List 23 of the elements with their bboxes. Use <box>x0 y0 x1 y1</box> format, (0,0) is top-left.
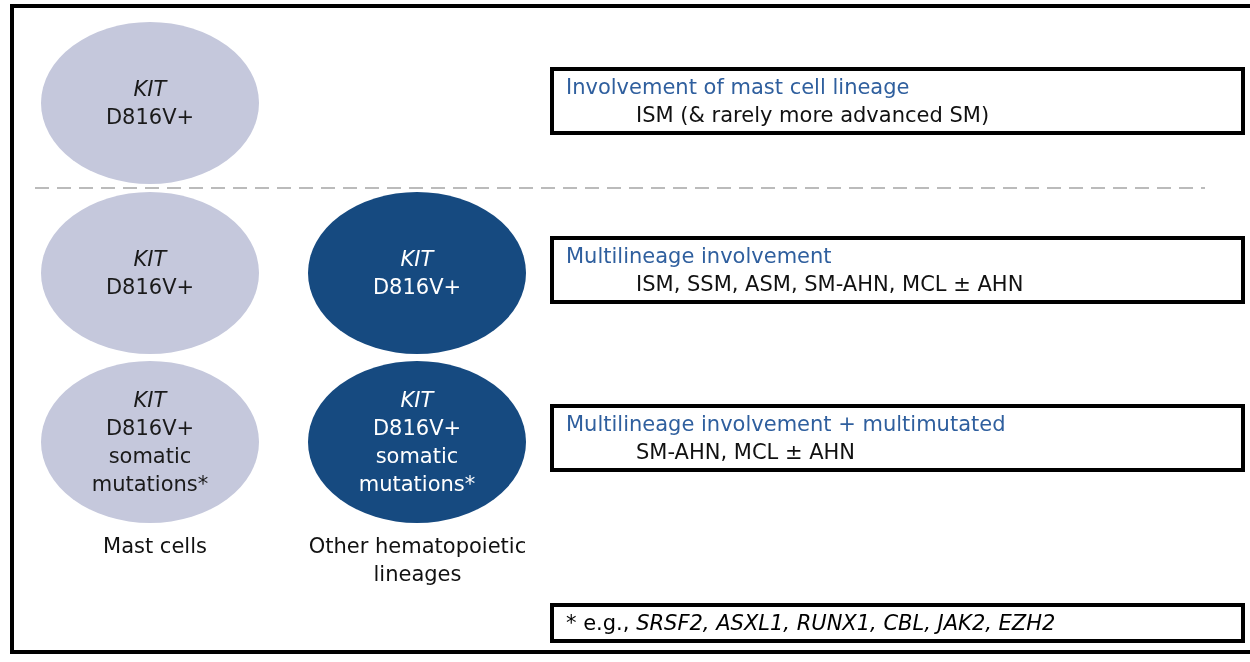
category-box <box>550 404 1245 472</box>
mutation-text: D816V+ somatic mutations* <box>357 415 477 498</box>
footnote-box <box>550 603 1245 643</box>
subtype-list: SM-AHN, MCL ± AHN <box>566 438 1229 466</box>
subtype-list: ISM, SSM, ASM, SM-AHN, MCL ± AHN <box>566 270 1229 298</box>
column-label: Mast cells <box>102 533 208 560</box>
mutation-text: D816V+ <box>105 274 195 301</box>
category-heading: Multilineage involvement + multimutated <box>566 411 1007 438</box>
category-box <box>550 236 1245 304</box>
footnote-text: * e.g., SRSF2, ASXL1, RUNX1, CBL, JAK2, EZH2 <box>566 610 1057 637</box>
gene-name: KIT <box>400 246 434 273</box>
category-heading: Involvement of mast cell lineage <box>566 74 911 101</box>
subtype-list: ISM (& rarely more advanced SM) <box>566 101 1229 129</box>
mutation-text: D816V+ <box>105 104 195 131</box>
category-heading: Multilineage involvement <box>566 243 833 270</box>
column-label: Other hematopoietic lineages <box>307 533 528 588</box>
gene-name: KIT <box>133 76 167 103</box>
mutation-text: D816V+ <box>372 274 462 301</box>
category-box <box>550 67 1245 135</box>
gene-name: KIT <box>133 387 167 414</box>
gene-name: KIT <box>133 246 167 273</box>
mutation-text: D816V+ somatic mutations* <box>90 415 210 498</box>
gene-name: KIT <box>400 387 434 414</box>
